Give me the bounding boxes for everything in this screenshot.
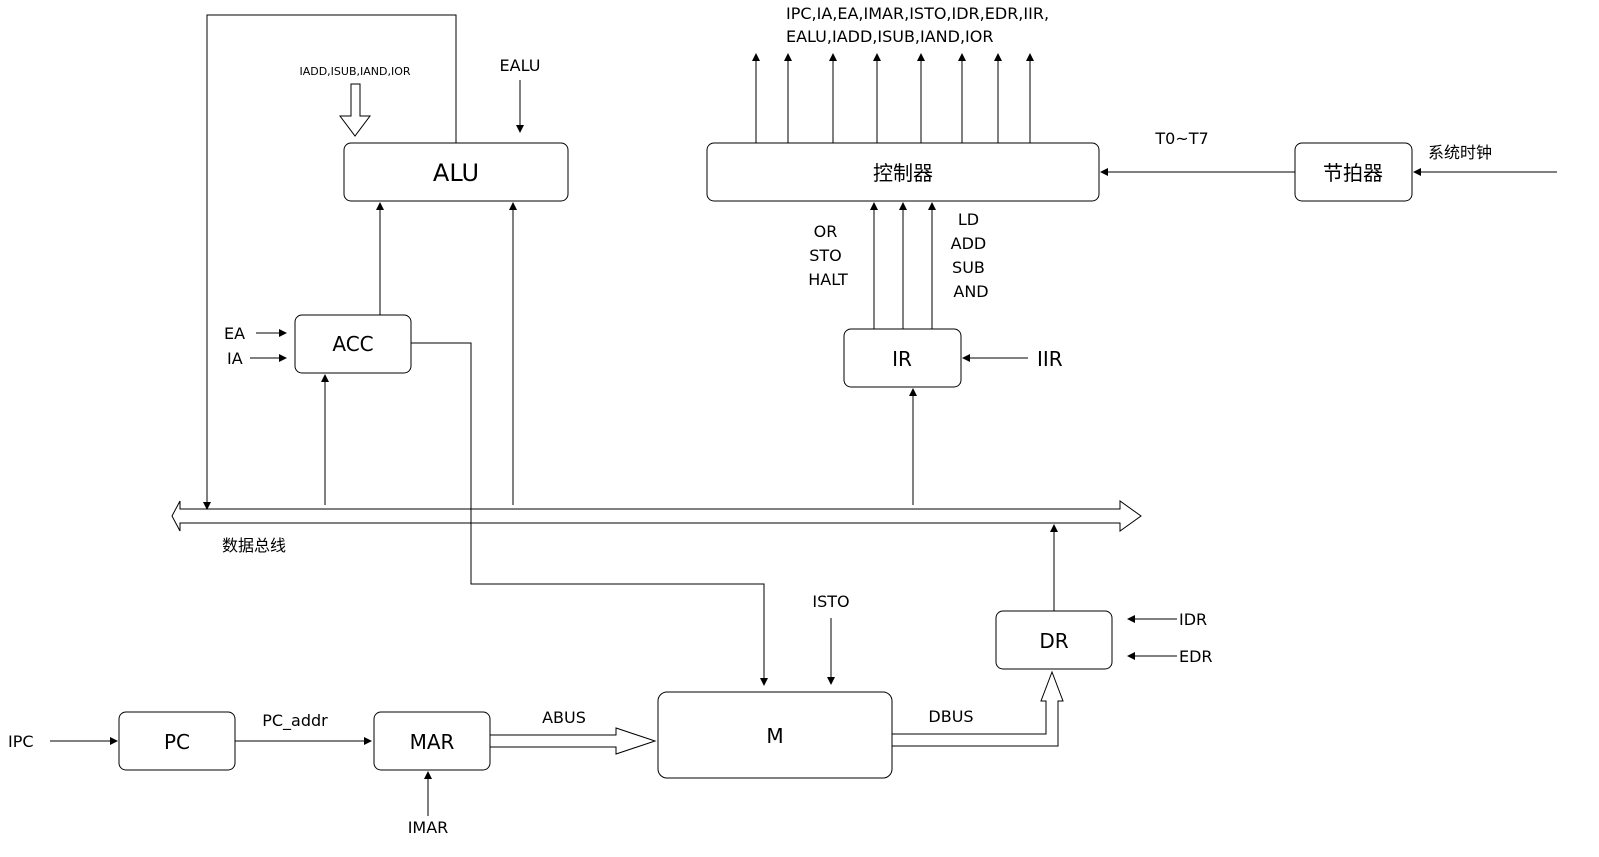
abus-arrow xyxy=(489,727,657,755)
ir-left-ops: OR STO HALT xyxy=(808,222,848,289)
alu-label: ALU xyxy=(433,159,479,187)
iir-label: IIR xyxy=(1037,347,1063,371)
alu-ops-arrow xyxy=(339,83,371,137)
ir-label: IR xyxy=(892,347,912,371)
beat-generator-label: 节拍器 xyxy=(1323,161,1383,185)
alu-output-line xyxy=(203,14,457,510)
dbus-label: DBUS xyxy=(928,707,973,726)
ipc-label: IPC xyxy=(8,732,34,751)
controller-label: 控制器 xyxy=(873,161,933,185)
ia-label: IA xyxy=(227,349,243,368)
abus-label: ABUS xyxy=(542,708,586,727)
edr-label: EDR xyxy=(1179,647,1213,666)
sys-clock-label: 系统时钟 xyxy=(1428,143,1492,162)
mar-label: MAR xyxy=(410,730,455,754)
acc-label: ACC xyxy=(332,332,373,356)
controller-outputs-line2: EALU,IADD,ISUB,IAND,IOR xyxy=(786,27,993,46)
ea-label: EA xyxy=(224,324,245,343)
ealu-label: EALU xyxy=(500,56,541,75)
controller-output-arrows xyxy=(752,53,1034,143)
memory-label: M xyxy=(766,724,783,748)
dr-label: DR xyxy=(1039,629,1068,653)
data-bus-label: 数据总线 xyxy=(222,536,286,555)
dbus-arrow xyxy=(891,670,1064,747)
isto-label: ISTO xyxy=(812,592,849,611)
controller-outputs-line1: IPC,IA,EA,IMAR,ISTO,IDR,EDR,IIR, xyxy=(786,4,1049,23)
idr-label: IDR xyxy=(1179,610,1207,629)
t0-t7-label: T0~T7 xyxy=(1154,129,1208,148)
imar-label: IMAR xyxy=(408,818,449,837)
data-bus-arrow xyxy=(171,500,1142,532)
pc-addr-label: PC_addr xyxy=(262,711,328,731)
acc-to-m-line xyxy=(411,342,768,686)
alu-ops-label: IADD,ISUB,IAND,IOR xyxy=(299,65,410,78)
pc-label: PC xyxy=(164,730,190,754)
controller-block xyxy=(706,142,1100,202)
acc-block xyxy=(294,314,412,374)
ir-right-ops: LD ADD SUB AND xyxy=(951,210,992,301)
